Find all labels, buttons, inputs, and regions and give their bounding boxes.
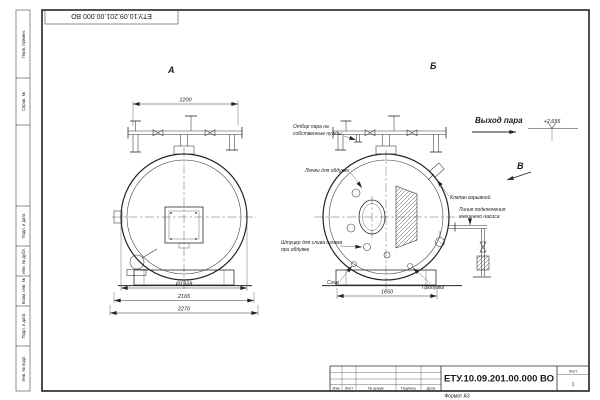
sludge-fitting bbox=[363, 243, 371, 251]
dim-1200: 1200 bbox=[179, 98, 192, 104]
col-izm: Изм bbox=[332, 387, 339, 391]
sheet-frame bbox=[41, 9, 590, 392]
title-doc-number: ЕТУ.10.09.201.00.000 ВО bbox=[444, 374, 554, 385]
view-a-front: А bbox=[109, 65, 259, 316]
dim-2270: 2270 bbox=[177, 307, 191, 313]
valve-icon bbox=[204, 129, 216, 137]
margin-label: Справ. № bbox=[21, 91, 26, 111]
valve-icon bbox=[152, 129, 164, 137]
support-saddle-a bbox=[118, 269, 252, 287]
explosion-valve-label: Клапан взрывной bbox=[450, 194, 491, 201]
view-v-arrow: В bbox=[506, 161, 532, 181]
valve-icon bbox=[479, 241, 487, 253]
col-doc: № докум. bbox=[368, 387, 385, 391]
left-margin-strip: Перв. примен. Справ. № Подп. и дата Инв.… bbox=[15, 9, 31, 392]
top-piping-a bbox=[127, 115, 243, 155]
support-saddle-b bbox=[322, 269, 462, 287]
margin-label: Инв. № дубл. bbox=[21, 248, 26, 274]
blowdown-label: Продувка bbox=[422, 285, 444, 291]
view-b-label: Б bbox=[430, 61, 437, 71]
pressure-gauge bbox=[435, 231, 445, 247]
top-piping-b bbox=[332, 115, 447, 155]
sludge-label-1: Штуцер для слива шлама bbox=[281, 240, 343, 246]
sludge-label-2: при обдувке bbox=[281, 247, 310, 253]
top-stamp: ЕТУ.10.09.201.00.000 ВО bbox=[44, 9, 179, 25]
elevation-label: +2,655 bbox=[544, 119, 562, 125]
margin-label: Инв. № подл. bbox=[21, 355, 26, 381]
drain-callout: Слив bbox=[327, 261, 357, 286]
manhole bbox=[358, 199, 386, 235]
explosion-valve bbox=[427, 162, 445, 181]
sheet-label: Лист bbox=[569, 370, 578, 374]
fitting bbox=[346, 223, 356, 233]
dim-1928: Ø1928 bbox=[175, 282, 193, 288]
view-v-label: В bbox=[517, 161, 524, 171]
pump-line-label-2: внешнего насоса bbox=[459, 214, 500, 220]
steam-takeoff-label-1: Отбор пара на bbox=[293, 124, 329, 130]
drain-label: Слив bbox=[327, 280, 339, 286]
format-label: Формат А3 bbox=[444, 394, 469, 400]
view-b-rear: Б bbox=[314, 61, 491, 299]
col-date: Дата bbox=[427, 387, 436, 391]
dim-1650: 1650 bbox=[381, 290, 394, 296]
view-a-label: А bbox=[167, 65, 175, 75]
dim-2165: 2165 bbox=[177, 294, 191, 300]
fitting bbox=[383, 251, 391, 259]
margin-label: Перв. примен. bbox=[21, 30, 26, 58]
furnace-door bbox=[164, 206, 204, 249]
dimensions-b: 1650 bbox=[336, 288, 438, 299]
dimensions-a: 1200 Ø1928 2165 2270 bbox=[109, 98, 259, 316]
feed-pump bbox=[126, 248, 158, 276]
blow-hatches-label: Лючки для обдувки bbox=[304, 168, 350, 174]
blowdown-callout: Продувка bbox=[407, 263, 444, 291]
valve-icon bbox=[406, 129, 418, 137]
col-list: Лист bbox=[345, 387, 354, 391]
hatched-section bbox=[395, 185, 418, 249]
valve-icon bbox=[364, 129, 376, 137]
external-pump-piping bbox=[449, 222, 491, 278]
pump-line-label-1: Линия подключения bbox=[458, 207, 506, 213]
top-stamp-number: ЕТУ.10.09.201.00.000 ВО bbox=[71, 12, 152, 19]
elevation-mark: +2,655 bbox=[528, 119, 578, 141]
col-sign: Подпись bbox=[401, 387, 416, 391]
steam-takeoff-label-2: собственные нужды bbox=[293, 131, 342, 137]
margin-label: Подп. и дата bbox=[21, 313, 26, 338]
margin-label: Взам. инв. № bbox=[21, 278, 26, 304]
callouts: Отбор пара на собственные нужды Лючки дл… bbox=[281, 116, 578, 253]
steam-out-label: Выход пара bbox=[475, 116, 523, 125]
margin-label: Подп. и дата bbox=[21, 213, 26, 238]
fitting bbox=[351, 188, 361, 198]
sheet-value: 1 bbox=[572, 382, 575, 388]
title-block: Изм Лист № докум. Подпись Дата ЕТУ.10.09… bbox=[329, 365, 589, 391]
shell-nozzle bbox=[113, 210, 123, 224]
